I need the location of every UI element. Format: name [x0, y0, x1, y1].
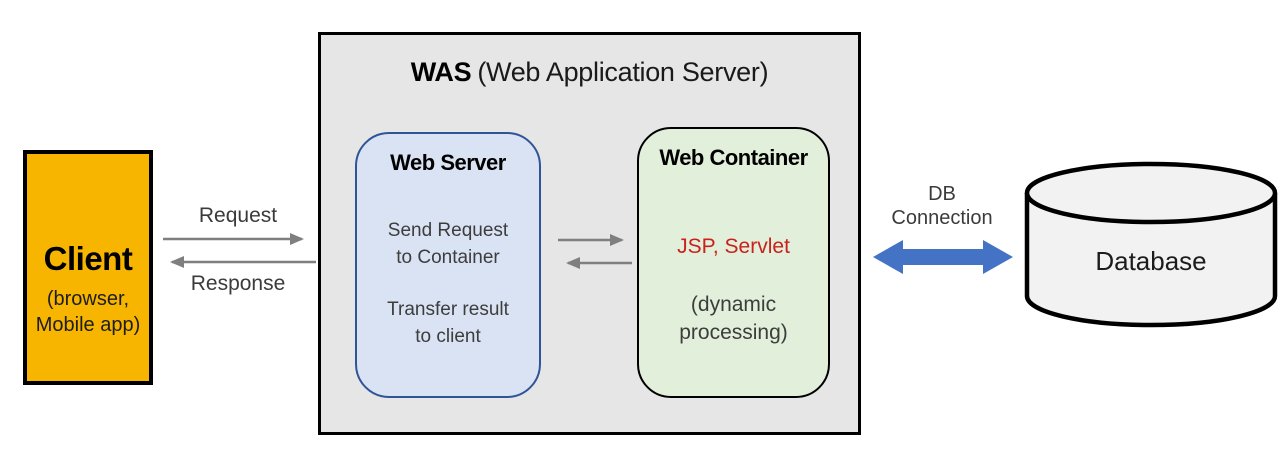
client-box: Client (browser, Mobile app)	[23, 150, 153, 385]
client-subtitle: (browser, Mobile app)	[35, 288, 141, 336]
database-label: Database	[1095, 246, 1207, 276]
web-container-title: Web Container	[659, 145, 808, 170]
web-container-note: (dynamic processing)	[679, 293, 788, 345]
client-title: Client	[43, 240, 133, 277]
db-connection-label: DB Connection	[891, 183, 993, 229]
database-cylinder-icon	[1024, 161, 1278, 328]
was-title: WAS(Web Application Server)	[321, 57, 858, 88]
request-label: Request	[198, 204, 278, 227]
was-title-acronym: WAS	[410, 57, 472, 87]
web-container-box: Web Container JSP, Servlet (dynamic proc…	[637, 127, 830, 398]
db-connection-arrow	[873, 240, 1013, 274]
response-label: Response	[190, 272, 286, 295]
web-server-box: Web Server Send Request to Container Tra…	[355, 132, 541, 398]
web-container-tech: JSP, Servlet	[677, 235, 790, 258]
web-server-role-1: Send Request to Container	[387, 220, 509, 268]
was-box: WAS(Web Application Server) Web Server S…	[318, 32, 861, 435]
web-server-role-2: Transfer result to client	[387, 299, 509, 347]
web-server-title: Web Server	[390, 150, 506, 175]
was-title-full: (Web Application Server)	[477, 57, 769, 87]
